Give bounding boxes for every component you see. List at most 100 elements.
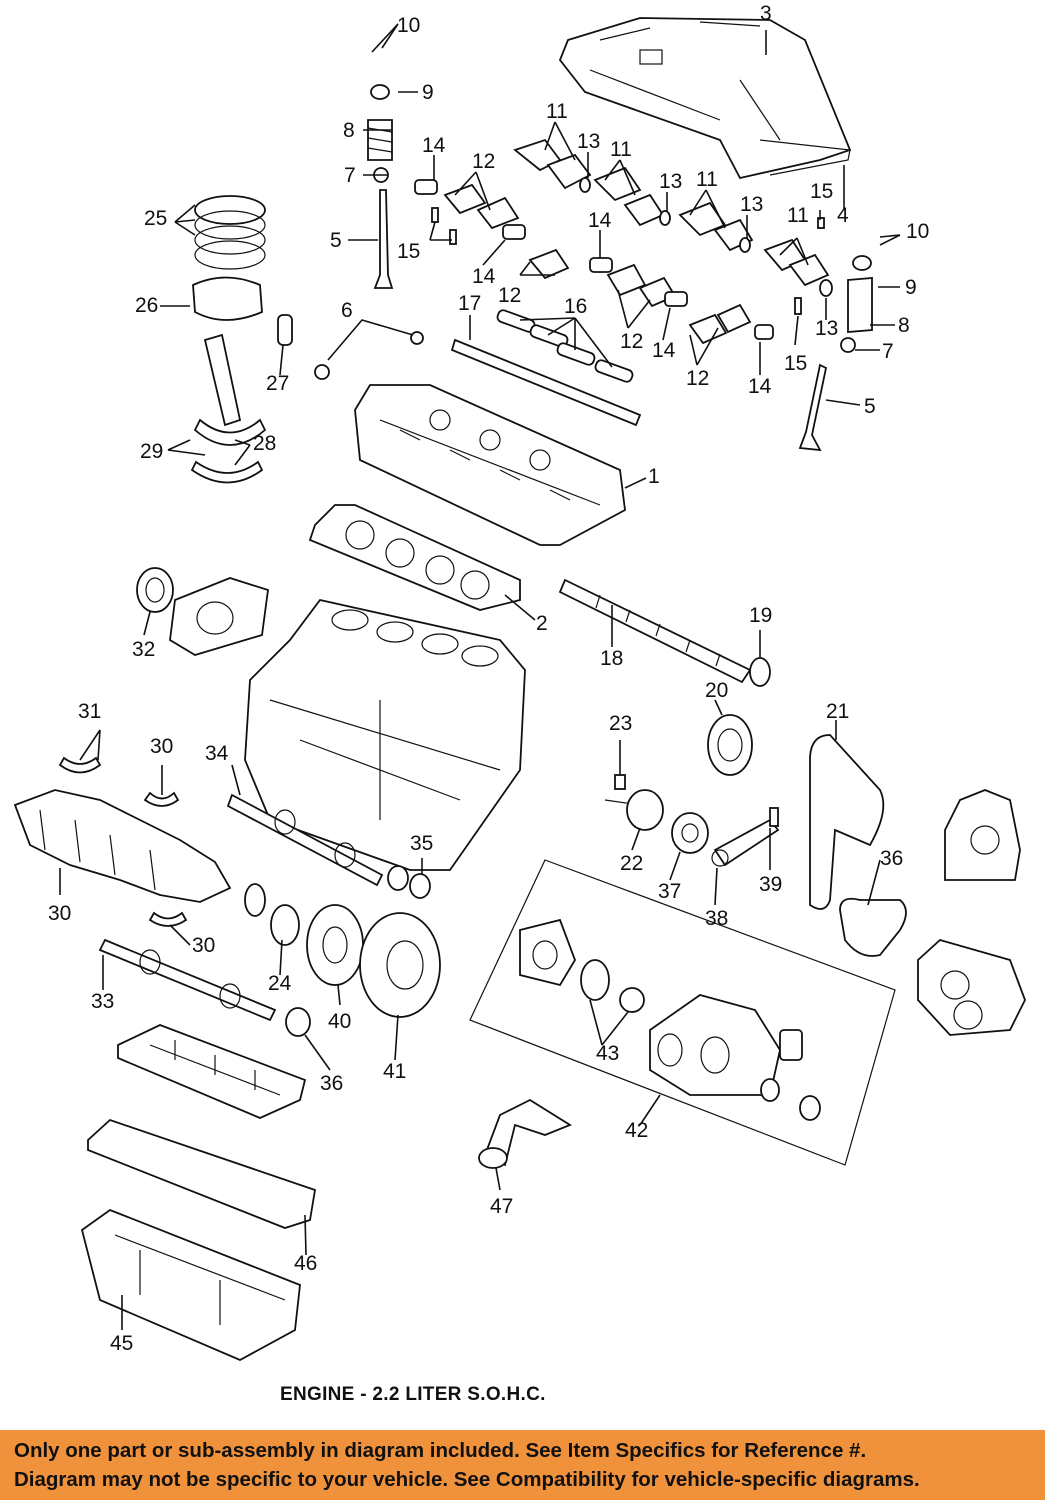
upper-balance-shaft <box>226 793 384 887</box>
oil-pump-box <box>469 859 896 1166</box>
callout-43: 42 <box>625 1119 648 1142</box>
tensioner-spring <box>769 807 779 827</box>
callout-13c: 13 <box>740 193 763 216</box>
callout-3: 3 <box>760 2 772 25</box>
oil-pump-seal <box>760 1078 780 1102</box>
callout-47: 47 <box>490 1195 513 1218</box>
callout-34: 33 <box>91 990 114 1013</box>
callout-30: 30 <box>150 735 173 758</box>
callout-20: 20 <box>705 679 728 702</box>
diagram-title: ENGINE - 2.2 LITER S.O.H.C. <box>280 1384 546 1405</box>
callout-8b: 8 <box>898 314 910 337</box>
callout-46: 46 <box>294 1252 317 1275</box>
oil-pump-housing <box>649 994 781 1096</box>
callout-7b: 7 <box>882 340 894 363</box>
callout-21: 21 <box>826 700 849 723</box>
callout-11a: 11 <box>546 100 568 123</box>
callout-12c: 12 <box>620 330 643 353</box>
spring-retainer <box>370 84 390 100</box>
tensioner-bolt <box>614 774 626 790</box>
callout-5b: 5 <box>864 395 876 418</box>
callout-37: 40 <box>328 1010 351 1033</box>
camshaft-seal <box>749 657 771 687</box>
callout-45: 45 <box>110 1332 133 1355</box>
balancer-belt <box>839 897 907 957</box>
callout-10b: 10 <box>906 220 929 243</box>
timing-belt-drive-pulley <box>306 904 364 986</box>
oil-pan-gasket <box>87 1118 317 1229</box>
rocker-spring <box>414 179 438 195</box>
piston-rings <box>194 195 266 225</box>
callout-44: 43 <box>596 1042 619 1065</box>
callout-11c: 11 <box>696 168 718 191</box>
callout-33: 32 <box>132 638 155 661</box>
crankshaft-sprocket <box>244 883 266 917</box>
timing-belt <box>809 734 885 910</box>
tensioner-pulley <box>671 812 709 854</box>
balancer-sprocket <box>270 904 300 946</box>
callout-11b: 11 <box>610 138 632 161</box>
camshaft <box>558 578 752 684</box>
callout-15b: 15 <box>784 352 807 375</box>
callout-24: 24 <box>268 972 292 995</box>
retaining-ring <box>579 177 591 193</box>
callout-19: 19 <box>749 604 772 627</box>
callout-32: 30 <box>48 902 71 925</box>
tensioner-arm <box>713 818 780 867</box>
upper-timing-cover <box>944 789 1021 881</box>
callout-15a: 15 <box>397 240 420 263</box>
callout-12b: 12 <box>498 284 521 307</box>
callout-26: 26 <box>135 294 158 317</box>
notice-line-1: Only one part or sub-assembly in diagram… <box>14 1439 867 1462</box>
timing-belt-tensioner <box>626 789 664 831</box>
callout-18: 18 <box>600 647 623 670</box>
rocker-shaft <box>450 338 642 427</box>
valve-cover-gasket <box>759 139 851 176</box>
rocker-shaft-collars <box>496 309 536 333</box>
callout-16: 16 <box>564 295 587 318</box>
callout-41: 39 <box>759 873 782 896</box>
valve-right <box>798 363 828 452</box>
callout-42: 41 <box>383 1060 406 1083</box>
oil-pump-gasket <box>779 1029 803 1061</box>
callout-11d: 11 <box>787 204 809 227</box>
callout-10: 10 <box>397 14 420 37</box>
balance-shaft-bearing-lower <box>285 1007 311 1037</box>
seal-retainer <box>169 577 269 656</box>
thrust-washer <box>143 791 180 807</box>
callout-9b: 9 <box>905 276 917 299</box>
callout-5: 5 <box>330 229 342 252</box>
callout-22: 22 <box>620 852 643 875</box>
callout-6: 6 <box>341 299 353 322</box>
callout-27: 27 <box>266 372 289 395</box>
cylinder-head <box>354 384 626 546</box>
piston-pin <box>277 314 293 346</box>
engine-exploded-diagram: 10 9 8 7 5 6 3 4 10 9 8 7 5 11 11 11 11 … <box>13 2 1026 1361</box>
callout-9: 9 <box>422 81 434 104</box>
callout-13b: 13 <box>659 170 682 193</box>
callout-14a: 14 <box>422 134 446 157</box>
callout-7: 7 <box>344 164 356 187</box>
oil-pump-rotor-inner <box>619 987 645 1013</box>
notice-banner: Only one part or sub-assembly in diagram… <box>0 1430 1045 1500</box>
piston <box>192 276 263 321</box>
callout-17: 17 <box>458 292 481 315</box>
part-drawings <box>13 17 1026 1361</box>
leader-lines <box>59 23 901 1330</box>
callout-35: 34 <box>205 742 229 765</box>
callout-2: 2 <box>536 612 548 635</box>
callout-labels: 10 9 8 7 5 6 3 4 10 9 8 7 5 11 11 11 11 … <box>48 2 929 1355</box>
callout-31: 31 <box>78 700 101 723</box>
crankshaft-pulley <box>359 912 441 1018</box>
callout-13a: 13 <box>577 130 600 153</box>
callout-30b: 30 <box>192 934 215 957</box>
lower-timing-cover <box>917 938 1026 1036</box>
valve-cover <box>558 17 852 180</box>
oil-pump-cover <box>519 918 576 987</box>
rear-oil-seal <box>136 567 174 613</box>
callout-29: 29 <box>140 440 163 463</box>
main-bearing <box>58 756 102 774</box>
valve-spring-right <box>847 277 873 333</box>
camshaft-pulley <box>707 714 753 776</box>
callout-40: 38 <box>705 907 728 930</box>
